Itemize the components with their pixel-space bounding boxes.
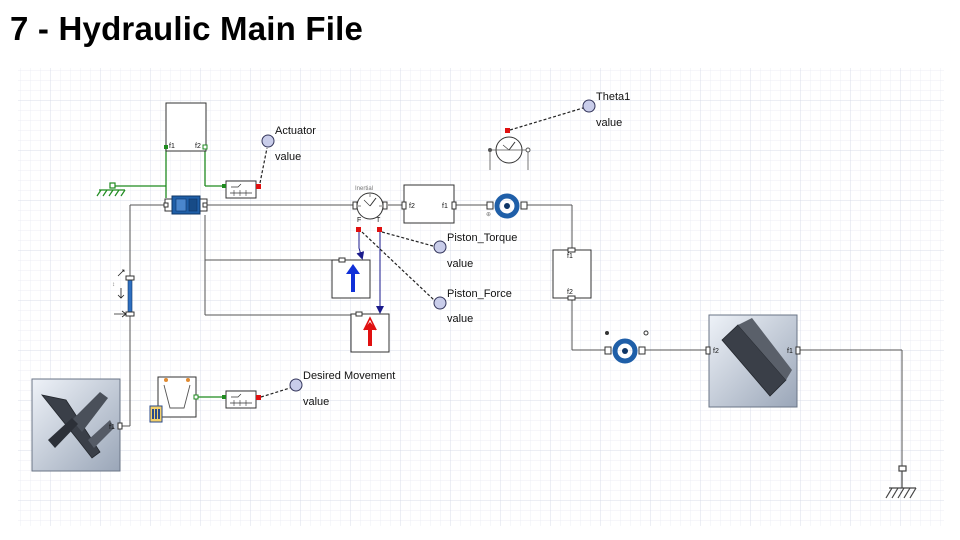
port-label-f1: f1	[169, 143, 175, 150]
connector-block-top[interactable]: f2 f1	[401, 184, 457, 224]
port-label-f1: f1	[787, 348, 793, 355]
theta-signal-line	[509, 107, 584, 131]
revolute-joint-top[interactable]: ⊕	[486, 193, 528, 219]
port-label-f1: f1	[109, 424, 115, 431]
force-block-red[interactable]	[350, 311, 390, 353]
sensor-value-actuator: value	[275, 151, 301, 163]
inertial-sensor[interactable]: Inertial F T	[352, 186, 388, 232]
inertial-port-f: F	[357, 217, 361, 224]
inertial-signal-lines	[356, 232, 384, 314]
revolute-joint-bottom[interactable]	[604, 330, 649, 364]
sensor-value-piston-force: value	[447, 313, 473, 325]
port-label-f1: f1	[442, 203, 448, 210]
hydraulic-cylinder[interactable]	[163, 195, 208, 215]
angle-sensor-gauge[interactable]	[488, 128, 531, 170]
piston-torque-sensor[interactable]: Piston_Torque value	[433, 232, 517, 270]
port-label-f2: f2	[567, 289, 573, 296]
top-block[interactable]: f1 f2	[164, 102, 208, 152]
joint-axis-mark: ↕	[112, 282, 115, 288]
ground-icon[interactable]	[96, 182, 126, 197]
signal-source-block[interactable]	[149, 376, 199, 423]
sensor-value-desired-movement: value	[303, 396, 329, 408]
actuator-sensor-block[interactable]	[222, 180, 261, 199]
connector-block-right[interactable]: f1 f2	[552, 247, 592, 301]
joint-mark: ⊕	[486, 212, 491, 218]
rigid-body-right[interactable]: f2 f1	[705, 314, 801, 408]
sensor-name-piston-force: Piston_Force	[447, 288, 512, 300]
inertial-label: Inertial	[355, 186, 373, 192]
inertial-port-t: T	[376, 217, 381, 224]
torque-force-signal-lines	[361, 231, 435, 301]
sensor-name-piston-torque: Piston_Torque	[447, 232, 517, 244]
desired-movement-sensor-block[interactable]	[222, 390, 261, 409]
port-label-f2: f2	[409, 203, 415, 210]
port-label-f2: f2	[713, 348, 719, 355]
sensor-name-actuator: Actuator	[275, 125, 316, 137]
linear-joint[interactable]: ↕	[112, 269, 135, 318]
desired-movement-signal-line	[260, 387, 291, 398]
actuator-signal-line	[259, 147, 268, 184]
ground-icon[interactable]	[885, 465, 917, 499]
theta-sensor[interactable]: Theta1 value	[582, 91, 630, 129]
page-title: 7 - Hydraulic Main File	[10, 10, 364, 47]
sensor-name-theta: Theta1	[596, 91, 630, 103]
piston-force-sensor[interactable]: Piston_Force value	[433, 288, 512, 325]
port-label-f1: f1	[567, 253, 573, 260]
rigid-body-left[interactable]: f1	[31, 378, 123, 472]
sensor-value-piston-torque: value	[447, 258, 473, 270]
sensor-value-theta: value	[596, 117, 622, 129]
port-label-f2: f2	[195, 143, 201, 150]
desired-movement-sensor[interactable]: Desired Movement value	[289, 370, 395, 408]
actuator-sensor[interactable]: Actuator value	[261, 125, 316, 163]
force-block-blue[interactable]	[331, 257, 371, 299]
sensor-name-desired-movement: Desired Movement	[303, 370, 395, 382]
